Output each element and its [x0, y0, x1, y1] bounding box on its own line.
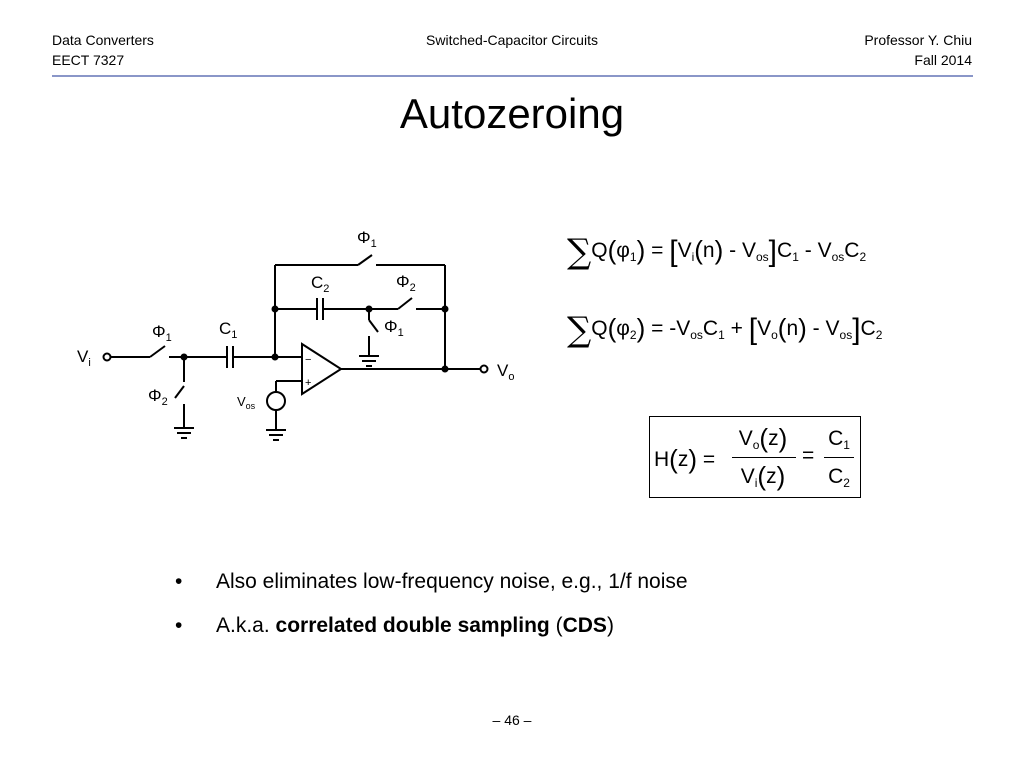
c2-label: C2 — [311, 273, 329, 295]
transfer-numerator: Vo(z) — [738, 423, 788, 453]
capacitor-ratio-bar — [824, 457, 854, 458]
bullet-marker: • — [175, 614, 183, 637]
input-label: Vi — [77, 347, 91, 369]
bullet-text: Also eliminates low-frequency noise, e.g… — [216, 570, 688, 593]
opamp-minus-sign: − — [305, 354, 311, 366]
phi1-input-switch-label: Φ1 — [152, 322, 172, 344]
phi1-feedback-switch-label: Φ1 — [357, 228, 377, 250]
transfer-lhs: H(z) = — [654, 444, 716, 474]
transfer-equals: = — [802, 444, 815, 467]
page-number: – 46 – — [492, 712, 532, 728]
charge-equation-phi1: ∑Q(φ1) = [Vi(n) - Vos]C1 - VosC2 — [567, 232, 867, 272]
phi2-ground-switch-label: Φ2 — [148, 386, 168, 408]
opamp-plus-sign: + — [305, 377, 311, 389]
transfer-fraction-bar — [732, 457, 796, 458]
vos-label: Vos — [237, 394, 256, 411]
bullet-text: A.k.a. correlated double sampling (CDS) — [216, 614, 614, 637]
capacitor-ratio-denominator: C2 — [828, 465, 850, 490]
capacitor-ratio-numerator: C1 — [828, 427, 850, 452]
course-name: Data Converters — [52, 32, 154, 48]
bullet-marker: • — [175, 570, 183, 593]
header-right: Professor Y. Chiu Fall 2014 — [864, 30, 972, 70]
transfer-function-box: H(z) = Vo(z) Vi(z) = C1 C2 — [649, 416, 861, 498]
transfer-denominator: Vi(z) — [740, 461, 786, 491]
c1-label: C1 — [219, 319, 237, 341]
course-code: EECT 7327 — [52, 52, 125, 68]
semester: Fall 2014 — [914, 52, 972, 68]
charge-equation-phi2: ∑Q(φ2) = -VosC1 + [Vo(n) - Vos]C2 — [567, 310, 883, 350]
header-divider — [52, 75, 973, 77]
slide-title: Autozeroing — [399, 90, 625, 137]
header-topic: Switched-Capacitor Circuits — [426, 32, 598, 48]
header-left: Data Converters EECT 7327 — [52, 30, 154, 70]
output-label: Vo — [497, 361, 514, 383]
instructor: Professor Y. Chiu — [864, 32, 972, 48]
phi1-c2-ground-switch-label: Φ1 — [384, 317, 404, 339]
phi2-c2-switch-label: Φ2 — [396, 272, 416, 294]
